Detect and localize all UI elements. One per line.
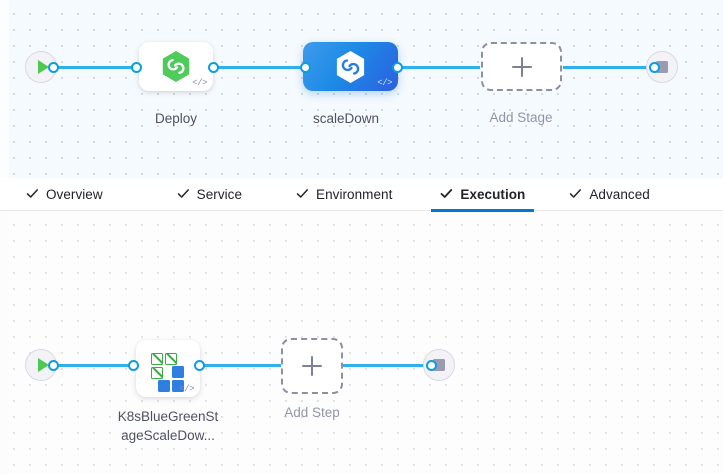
kubernetes-scale-down-icon [150,351,186,392]
check-icon [296,187,309,200]
plus-icon [302,356,322,376]
add-step-label: Add Step [284,405,340,420]
check-icon [440,187,453,200]
tab-advanced[interactable]: Advanced [560,178,658,211]
check-icon [569,187,582,200]
step-label-k8s: K8sBlueGreenSt ageScaleDow... [108,407,228,445]
stage-label-scaledown: scaleDown [312,111,380,126]
tab-label: Overview [46,186,103,202]
port-deploy-out[interactable] [208,62,219,73]
add-stage-label: Add Stage [489,110,553,125]
check-icon [26,187,39,200]
port-deploy-in[interactable] [131,62,142,73]
tab-overview[interactable]: Overview [17,178,112,211]
step-label-line2: ageScaleDow... [121,428,215,443]
stage-node-scaledown[interactable]: </> [303,42,398,91]
tab-label: Service [196,186,243,202]
edge-step-start-to-k8s [52,364,147,367]
edge-k8s-to-addstep [198,364,283,367]
step-node-k8s-bluegreen-scaledown[interactable]: </> [136,340,200,397]
port-scaledown-in[interactable] [300,62,311,73]
node-code-badge: </> [192,78,207,88]
port-step-end-in[interactable] [426,360,437,371]
tab-label: Environment [316,186,393,202]
port-k8s-out[interactable] [194,360,205,371]
edge-deploy-to-scaledown [213,66,306,69]
play-icon [37,358,49,372]
port-k8s-in[interactable] [128,360,139,371]
check-icon [177,187,190,200]
edge-addstage-to-end [563,66,653,69]
port-end-in[interactable] [649,62,660,73]
tab-label: Advanced [589,186,650,202]
add-step-button[interactable] [281,338,343,394]
step-label-line1: K8sBlueGreenSt [117,409,219,424]
tab-service[interactable]: Service [168,178,251,211]
edge-addstep-to-step-end [340,364,430,367]
port-start-out[interactable] [48,62,59,73]
execution-step-canvas[interactable]: </> K8sBlueGreenSt ageScaleDow... Add St… [0,211,723,474]
node-code-badge: </> [377,78,392,88]
tab-environment[interactable]: Environment [287,178,401,211]
stage-label-deploy: Deploy [154,111,198,126]
node-code-badge: </> [179,384,194,394]
tab-label: Execution [460,186,526,202]
pipeline-stage-canvas[interactable]: </> Deploy </> scaleDown Add Stage [0,0,723,178]
edge-start-to-deploy [52,66,142,69]
port-scaledown-out[interactable] [392,62,403,73]
harness-hexagon-white-icon [336,50,365,83]
plus-icon [511,56,532,77]
port-step-start-out[interactable] [48,360,59,371]
add-stage-button[interactable] [481,42,562,91]
play-icon [37,60,49,74]
stage-node-deploy[interactable]: </> [139,42,213,91]
harness-hexagon-green-icon [162,51,190,82]
edge-scaledown-to-addstage [395,66,480,69]
stage-config-tabs: Overview Service Environment Execution A [0,178,723,212]
tab-execution[interactable]: Execution [431,178,535,212]
